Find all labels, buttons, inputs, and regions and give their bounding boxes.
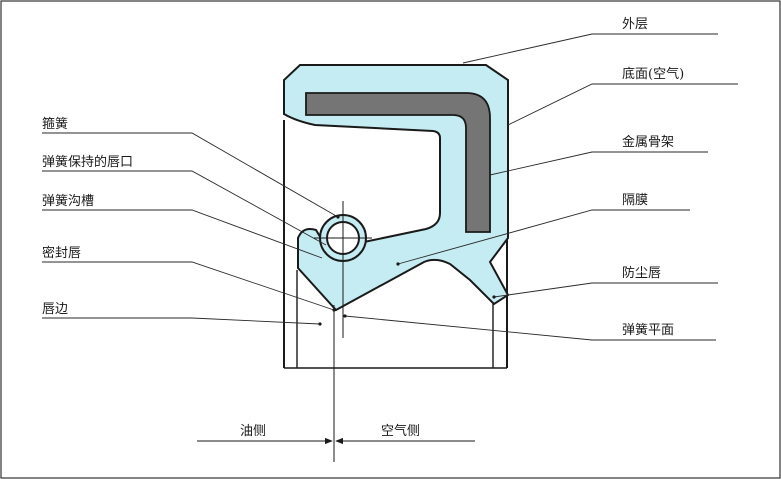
label-bottom-face: 底面(空气) <box>622 66 684 82</box>
dot-sealing-lip <box>332 308 336 312</box>
dot-dust-lip <box>492 295 496 299</box>
leader-outer-layer <box>462 33 718 64</box>
label-air-side: 空气侧 <box>381 423 420 439</box>
label-spring-groove: 弹簧沟槽 <box>42 193 94 209</box>
label-diaphragm: 隔膜 <box>622 193 648 208</box>
label-spring-retaining-lip: 弹簧保持的唇口 <box>42 154 133 170</box>
leader-garter-spring <box>42 132 339 218</box>
leader-metal-insert <box>489 151 708 176</box>
leader-spring-retaining-lip <box>42 170 327 246</box>
leader-dust-lip <box>493 282 718 298</box>
label-metal-insert: 金属骨架 <box>622 134 674 150</box>
label-lip-edge: 唇边 <box>42 302 68 317</box>
leader-sealing-lip <box>42 261 335 311</box>
leader-bottom-face <box>507 83 738 126</box>
dot-spring-plane <box>343 314 347 318</box>
label-oil-side: 油侧 <box>240 424 266 439</box>
label-garter-spring: 箍簧 <box>42 116 68 132</box>
leader-diaphragm <box>397 209 690 265</box>
leader-lip-edge <box>42 317 321 325</box>
metal-insert <box>305 92 491 233</box>
label-sealing-lip: 密封唇 <box>42 245 81 261</box>
label-dust-lip: 防尘唇 <box>622 265 661 281</box>
label-spring-plane: 弹簧平面 <box>622 322 674 338</box>
label-outer-layer: 外层 <box>622 17 648 32</box>
leader-spring-plane <box>344 315 716 341</box>
leader-spring-groove <box>42 209 323 259</box>
dot-diaphragm <box>396 262 400 266</box>
dot-lip-edge <box>318 322 322 326</box>
dot-garter-spring <box>336 215 340 219</box>
